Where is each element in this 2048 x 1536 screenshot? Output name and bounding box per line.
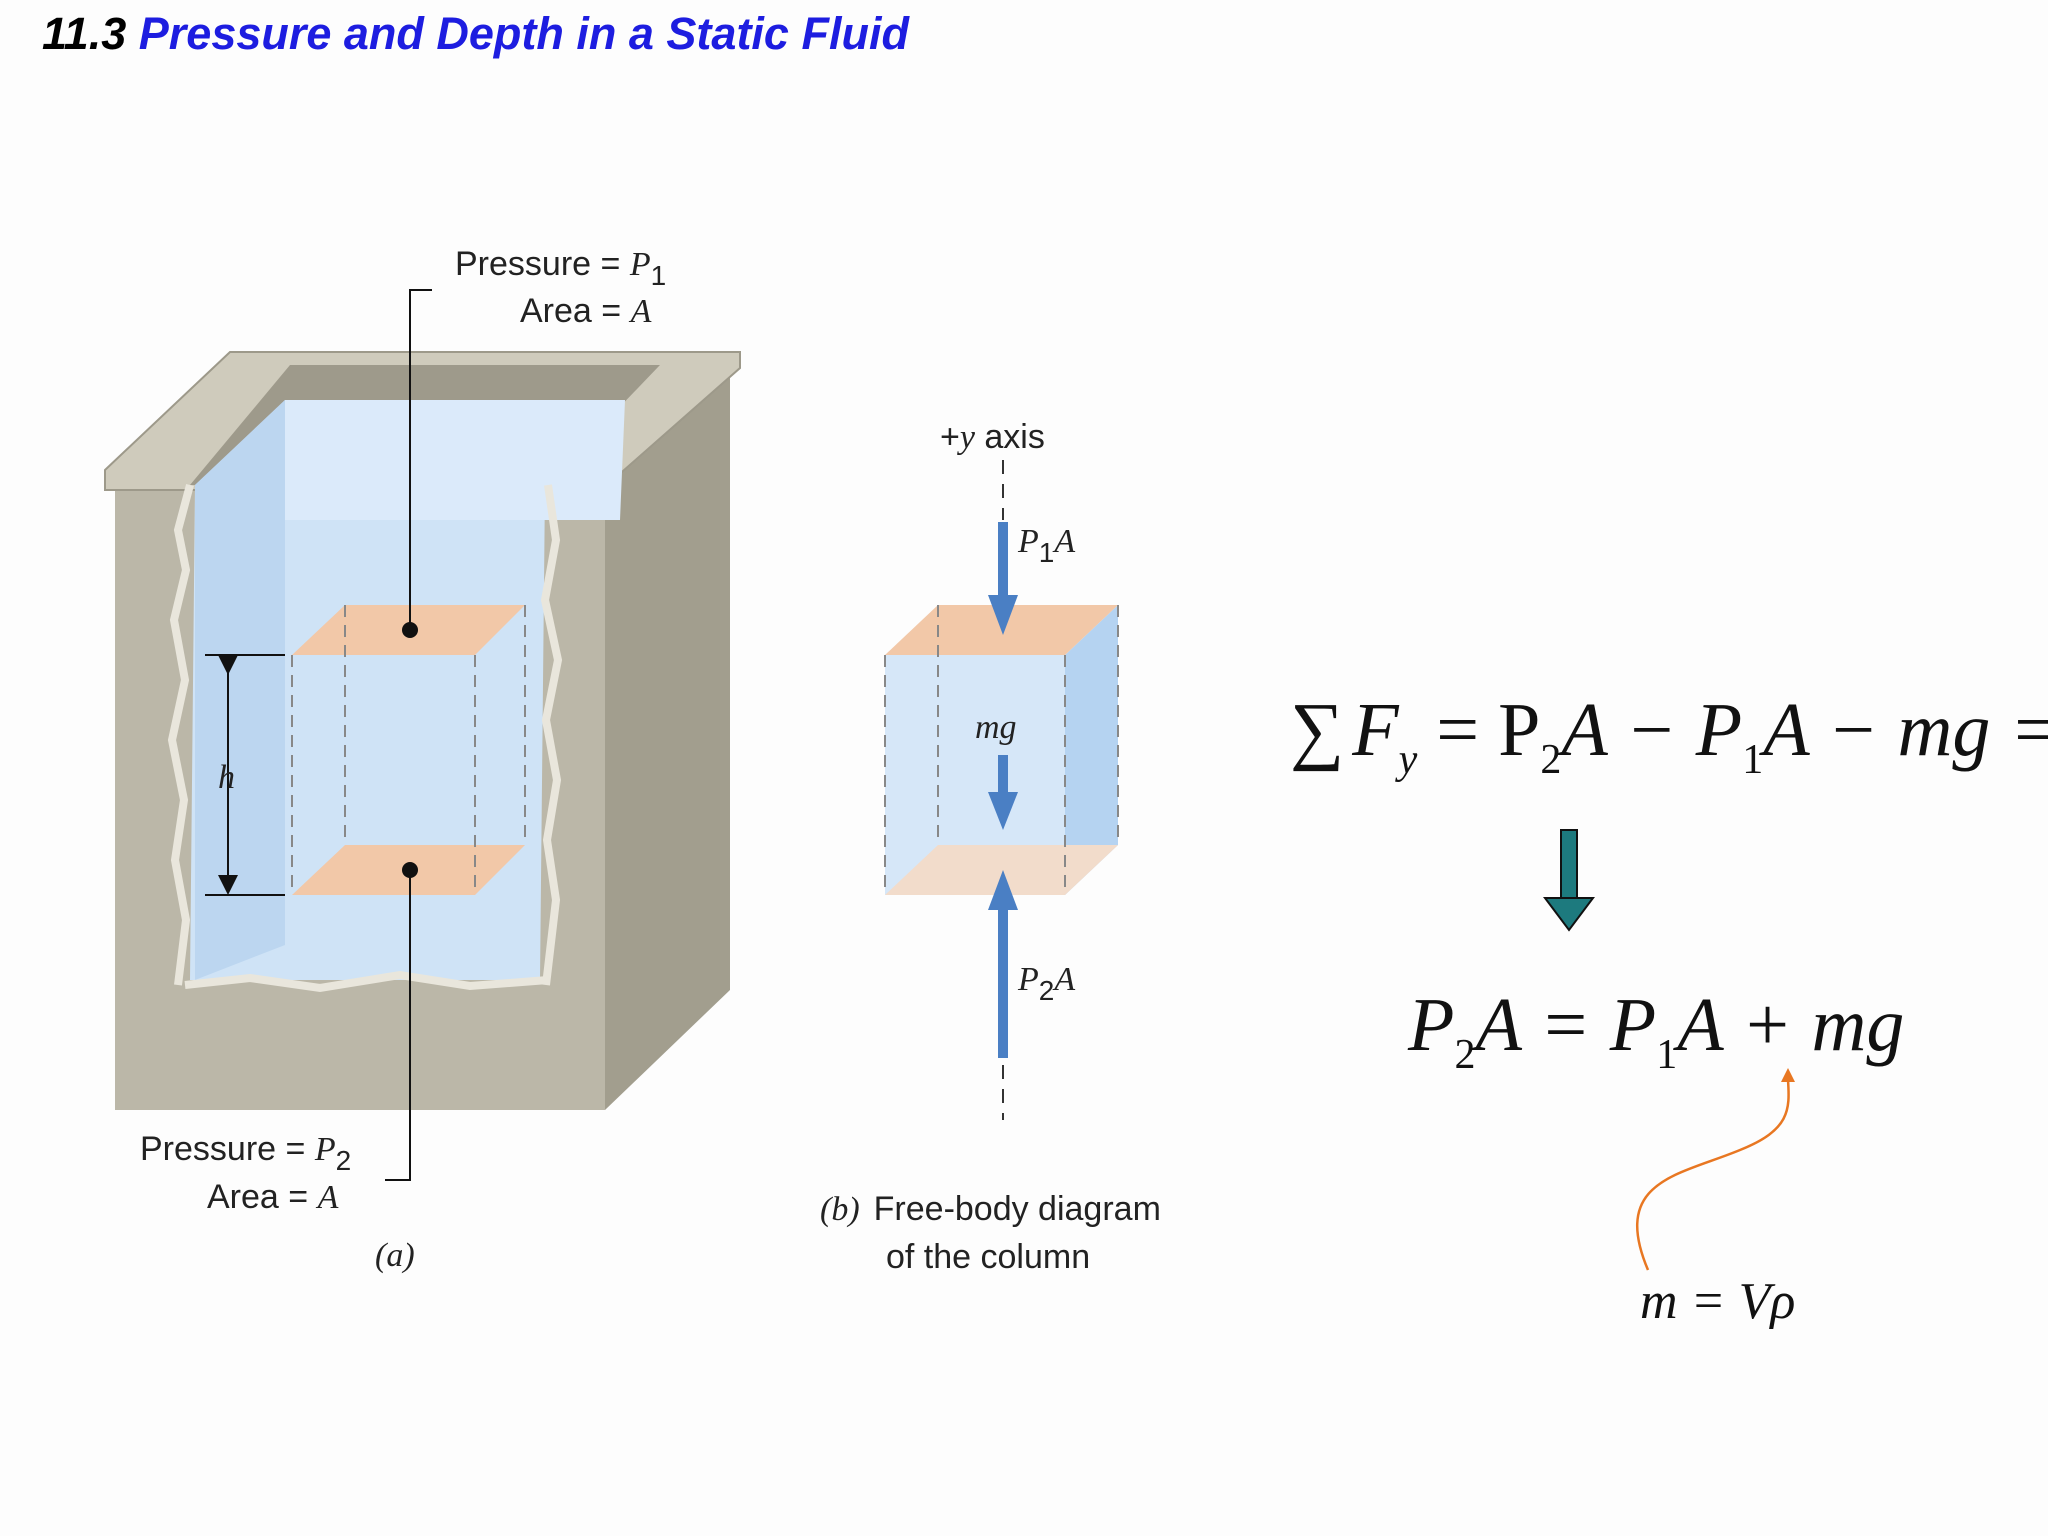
equations: ∑Fy = P2A − P1A − mg = 0 P2A = P1A + mg … [1290, 688, 2048, 1330]
figure-a-caption: (a) [375, 1237, 415, 1274]
figure-b-caption-line2: of the column [886, 1238, 1090, 1276]
fluid-column [291, 605, 526, 895]
p2a-label: P2A [1017, 961, 1075, 1006]
p1a-label: P1A [1017, 523, 1075, 568]
y-axis-label: +y axis [940, 418, 1045, 456]
p1a-force-arrow [988, 522, 1018, 635]
water-back-wall [285, 400, 625, 520]
container-side-face [605, 375, 730, 1110]
bottom-leader-line [385, 870, 411, 1181]
p2a-force-arrow [988, 870, 1018, 1058]
bottom-pressure-label: Pressure = P2 [140, 1130, 351, 1176]
top-area-label: Area = A [520, 292, 652, 330]
implies-arrow [1543, 829, 1595, 932]
section-number: 11.3 [42, 8, 127, 59]
water-body [190, 400, 625, 980]
newton-second-law-equation: ∑Fy = P2A − P1A − mg = 0 [1290, 688, 2048, 783]
figure-a-container: h Pressure = P1 Area = A Pressure = P2 A… [104, 245, 741, 1274]
container-cut-edge-left [167, 483, 194, 986]
pressure-depth-result: P2A = P1A + mg [1407, 983, 1904, 1078]
container-cut-edge-bottom [184, 970, 549, 993]
figure-b-caption-line1: (b)Free-body diagram [820, 1190, 1161, 1228]
weight-label: mg [975, 709, 1017, 746]
page-title: 11.3 Pressure and Depth in a Static Flui… [42, 8, 909, 60]
water-left-wall [195, 400, 285, 980]
height-dimension: h [205, 654, 285, 896]
figure-b-free-body: +y axis P1A mg [820, 418, 1161, 1276]
container-cut-edge-right [540, 484, 563, 986]
fbd-column-right-face [1065, 605, 1118, 895]
height-label: h [218, 759, 235, 796]
fbd-column-front-face [885, 655, 1065, 895]
section-title: Pressure and Depth in a Static Fluid [138, 8, 909, 59]
top-pressure-label: Pressure = P1 [455, 245, 666, 291]
mass-annotation-arrow [1635, 1079, 1790, 1271]
weight-arrow [988, 755, 1018, 830]
bottom-area-label: Area = A [207, 1178, 339, 1216]
top-leader-line [409, 289, 432, 630]
fbd-column-bottom-slab [885, 845, 1118, 895]
mass-definition: m = Vρ [1640, 1273, 1795, 1330]
